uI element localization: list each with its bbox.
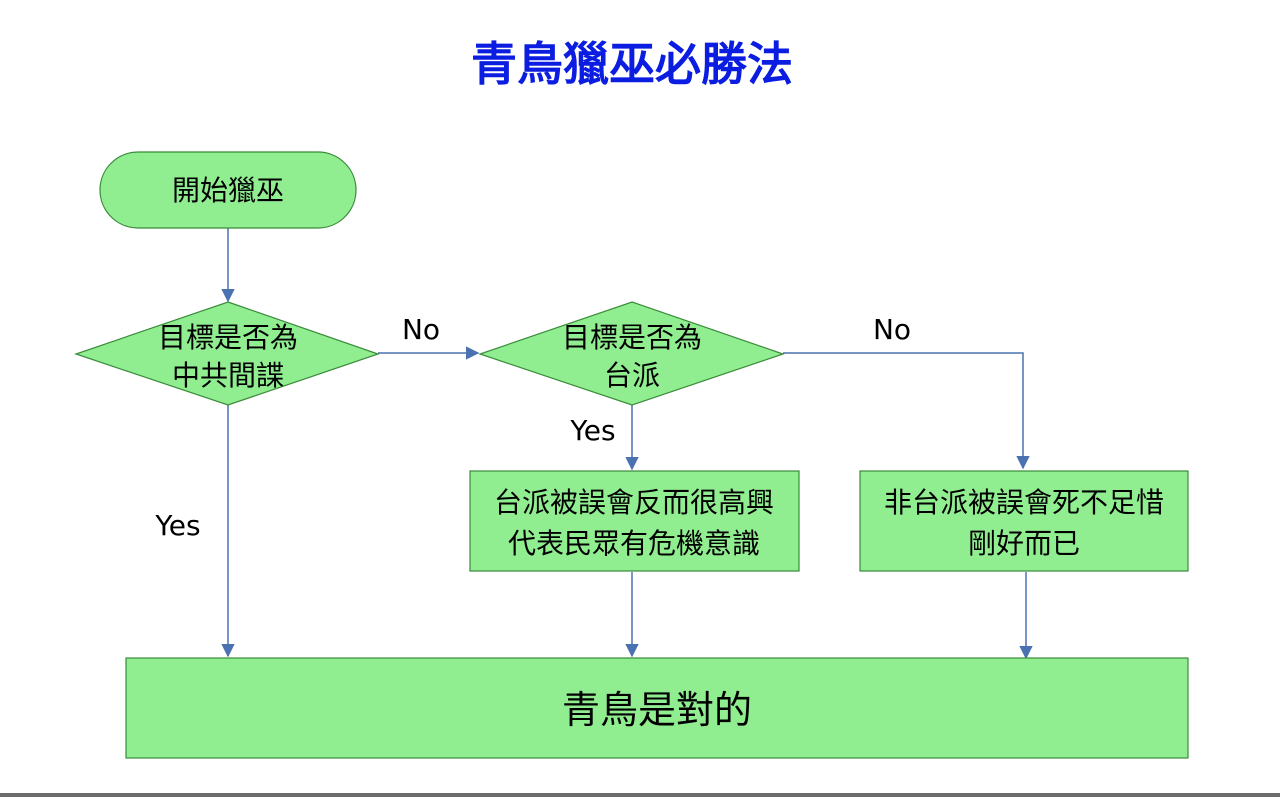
- start-node: 開始獵巫: [99, 151, 357, 229]
- edge-label-taiwan-no: No: [873, 313, 911, 346]
- end-node: 青鳥是對的: [125, 657, 1189, 759]
- box-taiwan-node: 台派被誤會反而很高興 代表民眾有危機意識: [469, 470, 800, 572]
- edge-label-taiwan-yes: Yes: [569, 414, 615, 447]
- box-taiwan-line-1: 台派被誤會反而很高興: [494, 486, 774, 519]
- arrow-taiwan-no: [783, 352, 1030, 470]
- decision-spy-line-2: 中共間諜: [172, 359, 284, 392]
- box-non-taiwan-line-2: 剛好而已: [968, 527, 1080, 560]
- connectors: [221, 228, 1033, 660]
- decision-spy-line-1: 目標是否為: [158, 321, 298, 354]
- decision-taiwan-line-1: 目標是否為: [562, 321, 702, 354]
- end-node-label: 青鳥是對的: [562, 688, 752, 732]
- edge-label-spy-no: No: [402, 313, 440, 346]
- box-non-taiwan-node: 非台派被誤會死不足惜 剛好而已: [859, 470, 1189, 572]
- decision-taiwan-line-2: 台派: [604, 359, 660, 392]
- edge-label-spy-yes: Yes: [154, 509, 200, 542]
- decision-taiwan-node: 目標是否為 台派: [478, 301, 785, 406]
- diagram-title: 青鳥獵巫必勝法: [471, 37, 793, 91]
- box-taiwan-line-2: 代表民眾有危機意識: [508, 527, 760, 560]
- bottom-divider: [0, 793, 1280, 797]
- box-non-taiwan-line-1: 非台派被誤會死不足惜: [884, 486, 1164, 519]
- decision-spy-node: 目標是否為 中共間諜: [74, 301, 380, 406]
- start-node-label: 開始獵巫: [172, 174, 284, 207]
